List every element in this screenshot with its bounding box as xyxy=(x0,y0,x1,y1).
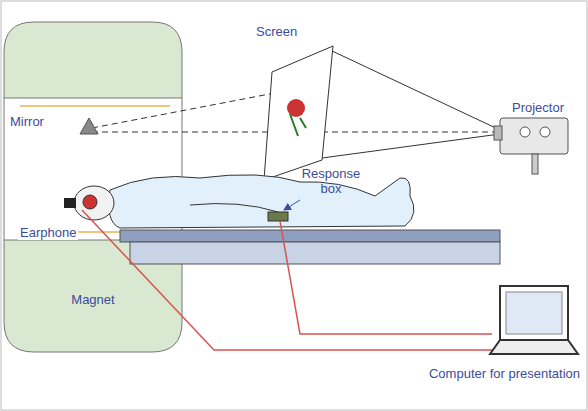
magnet-housing: Magnet xyxy=(4,22,182,352)
response-box xyxy=(268,212,288,221)
person-body xyxy=(109,175,414,228)
wire xyxy=(82,210,492,350)
projector-lens xyxy=(494,126,502,140)
projector xyxy=(500,118,568,154)
projector-dial xyxy=(520,127,530,137)
laptop-display xyxy=(506,292,562,334)
wire xyxy=(280,221,492,334)
part-label: Projector xyxy=(512,100,564,115)
laptop-base xyxy=(490,340,578,354)
earphone-cable-plug xyxy=(64,198,76,208)
mirror xyxy=(80,118,98,134)
person-head xyxy=(74,186,114,220)
laptop-screen xyxy=(500,286,568,340)
node-label: Magnet xyxy=(4,292,182,307)
part-label: Mirror xyxy=(8,114,46,129)
projector-dial xyxy=(540,127,550,137)
table-top xyxy=(120,230,500,242)
person-arm xyxy=(190,204,278,212)
table-base xyxy=(130,242,500,264)
projection-line xyxy=(322,134,500,158)
light-path xyxy=(92,92,280,128)
projection-line xyxy=(330,50,500,130)
leader-line xyxy=(284,200,300,210)
part-label: Screen xyxy=(256,24,297,39)
part-label: Earphone xyxy=(18,225,78,240)
part-label: Computer for presentation xyxy=(429,366,580,381)
earphone xyxy=(83,195,97,209)
magnet-upper xyxy=(4,22,182,98)
screen-image xyxy=(290,114,306,136)
magnet-side xyxy=(4,98,5,240)
bore-line xyxy=(20,105,170,107)
projector-stand xyxy=(532,154,538,174)
screen xyxy=(264,46,333,180)
part-label: Response box xyxy=(296,166,366,196)
